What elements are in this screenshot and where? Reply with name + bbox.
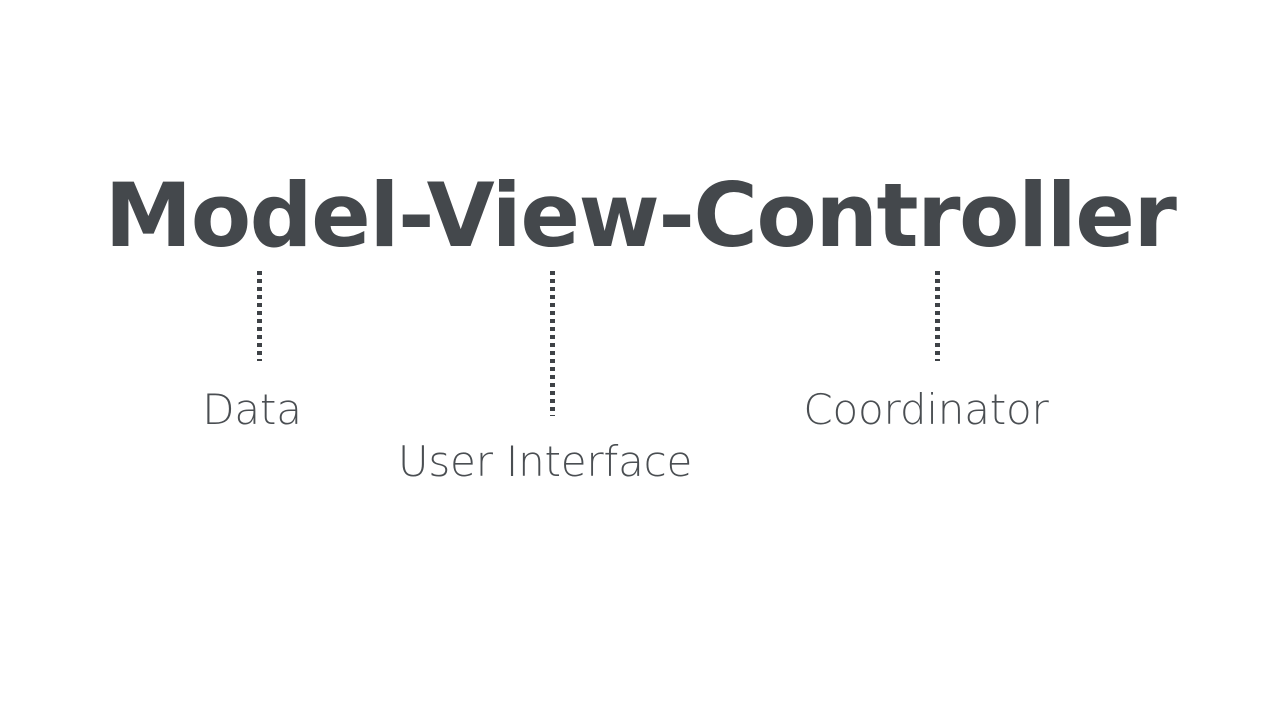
connector-line-view	[550, 271, 555, 416]
label-controller-coordinator: Coordinator	[803, 385, 1049, 434]
connector-line-controller	[935, 271, 940, 361]
page-title: Model-View-Controller	[104, 164, 1177, 267]
connector-line-model	[257, 271, 262, 361]
label-view-user-interface: User Interface	[397, 437, 693, 486]
label-model-data: Data	[202, 385, 302, 434]
